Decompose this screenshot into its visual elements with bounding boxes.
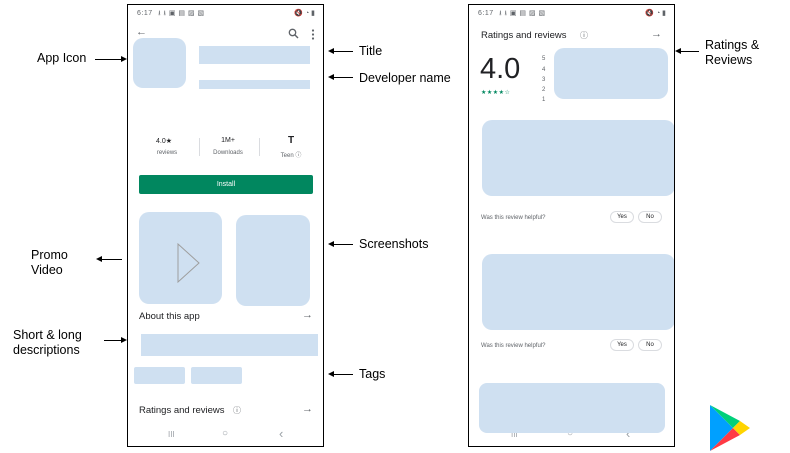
recents-button[interactable]: III [511,430,518,439]
promo-video-arrow-line [100,259,122,260]
annotation-app-icon: App Icon [37,51,87,65]
tags-arrow-line [333,374,353,375]
annotation-descriptions-line1: Short & long [13,328,82,342]
back-button[interactable]: ‹ [279,426,284,441]
rating-stat-value: 4.0★ [155,138,172,145]
title-arrow-line [333,51,353,52]
review-no-button[interactable]: No [638,211,662,223]
screenshots-arrowhead [328,241,334,247]
status-icons-right: 🔇 ◔ ▮ [294,10,315,17]
rating-stars: ★★★★☆ [481,90,511,96]
about-this-app-title: About this app [139,311,200,322]
rating-distribution-placeholder [554,48,668,99]
status-bar: 6:17 ⭳ ⭳ ▣ ▤ ▨ ▧ 🔇 ◔ ▮ [128,5,323,19]
install-button[interactable]: Install [139,175,313,194]
annotation-descriptions-line2: descriptions [13,343,80,357]
review-card-placeholder [479,383,665,433]
tag-chip[interactable] [191,367,242,384]
annotation-title: Title [359,44,383,58]
annotation-ratings-reviews-line2: Reviews [705,53,753,67]
tag-chip[interactable] [134,367,185,384]
downloads-stat-label: Downloads [213,150,243,156]
review-helpful-text: Was this review helpful? [481,215,546,221]
ratings-reviews-title: Ratings and reviews [139,405,225,416]
title-arrowhead [328,48,334,54]
review-yes-button[interactable]: Yes [610,211,634,223]
app-title-placeholder [199,46,310,64]
review-helpful-text: Was this review helpful? [481,343,546,349]
screenshot-placeholder[interactable] [236,215,310,306]
annotation-promo-video-line1: Promo [31,248,68,262]
rating-bar-number: 3 [542,77,546,83]
status-icons-right: 🔇 ◔ ▮ [645,10,666,17]
annotation-developer-name: Developer name [359,71,451,85]
app-icon-arrowhead [121,56,127,62]
ratings-arrow-icon[interactable]: → [302,403,313,415]
about-arrow-icon[interactable]: → [302,309,313,321]
status-icons-left: ⭳ ⭳ ▣ ▤ ▨ ▧ [499,10,546,17]
content-rating-label[interactable]: Teen ⓘ [280,153,302,159]
descriptions-arrowhead [121,337,127,343]
annotation-ratings-reviews-line1: Ratings & [705,38,760,52]
status-icons-left: ⭳ ⭳ ▣ ▤ ▨ ▧ [158,10,205,17]
ratings-reviews-arrowhead [675,48,681,54]
back-arrow-icon[interactable]: ← [136,26,147,38]
status-time: 6:17 ⭳ ⭳ ▣ ▤ ▨ ▧ [478,10,546,17]
tags-arrowhead [328,371,334,377]
promo-video-arrowhead [96,256,102,262]
rating-bar-number: 1 [542,97,546,103]
app-icon-placeholder [133,38,186,88]
review-no-button[interactable]: No [638,339,662,351]
stat-divider [199,138,200,156]
more-vert-icon[interactable] [311,27,315,45]
review-yes-button[interactable]: Yes [610,339,634,351]
ratings-reviews-title: Ratings and reviews [481,30,567,41]
teen-rating-icon: T [287,135,295,146]
developer-name-placeholder [199,80,310,89]
play-triangle-icon [177,243,200,283]
annotation-tags: Tags [359,367,386,381]
review-card-placeholder [482,120,674,196]
rating-bar-number: 4 [542,67,546,73]
annotation-screenshots: Screenshots [359,237,429,251]
home-button[interactable]: ○ [567,428,574,439]
info-icon[interactable]: ⓘ [233,406,241,415]
info-icon[interactable]: ⓘ [580,31,588,40]
screenshots-arrow-line [333,244,353,245]
right-phone-screen: 6:17 ⭳ ⭳ ▣ ▤ ▨ ▧ 🔇 ◔ ▮ Ratings and revie… [468,4,675,447]
ratings-arrow-icon[interactable]: → [651,28,662,40]
rating-stat-label: reviews [156,150,178,156]
promo-video-placeholder[interactable] [139,212,222,304]
downloads-stat-value: 1M+ [221,137,235,144]
developer-name-arrow-line [333,77,353,78]
review-card-placeholder [482,254,674,330]
google-play-logo [710,405,750,451]
description-placeholder [141,334,318,356]
home-button[interactable]: ○ [222,428,229,439]
left-phone-screen: 6:17 ⭳ ⭳ ▣ ▤ ▨ ▧ 🔇 ◔ ▮ ← 4.0★ reviews 1M… [127,4,324,447]
status-bar: 6:17 ⭳ ⭳ ▣ ▤ ▨ ▧ 🔇 ◔ ▮ [469,5,674,19]
status-time: 6:17 ⭳ ⭳ ▣ ▤ ▨ ▧ [137,10,205,17]
average-rating-value: 4.0 [480,53,521,85]
descriptions-arrow-line [104,340,122,341]
back-button[interactable]: ‹ [626,426,631,441]
app-icon-arrow-line [95,59,122,60]
annotation-promo-video-line2: Video [31,263,63,277]
rating-bar-number: 2 [542,87,546,93]
stat-divider [259,138,260,156]
developer-name-arrowhead [328,74,334,80]
search-icon[interactable] [288,26,299,44]
ratings-reviews-arrow-line [680,51,699,52]
recents-button[interactable]: III [168,430,175,439]
rating-bar-number: 5 [542,56,546,62]
